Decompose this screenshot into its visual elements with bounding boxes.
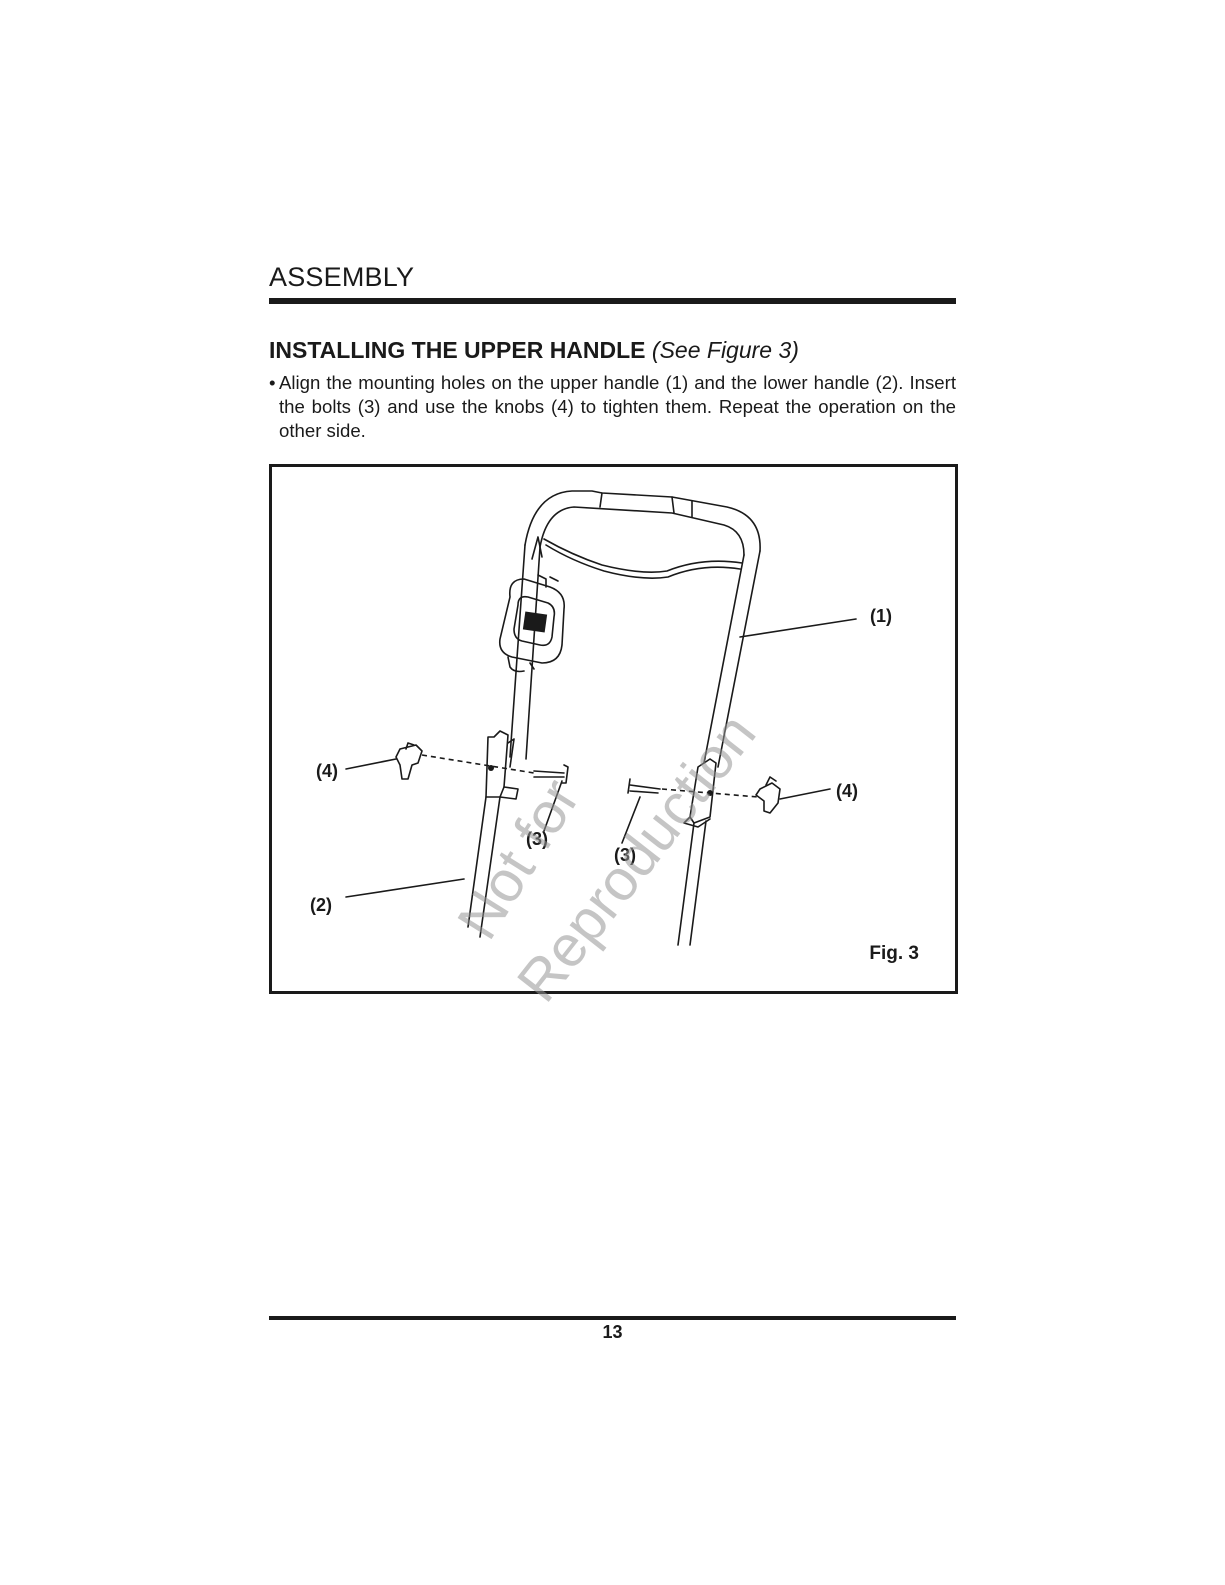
page-number: 13 <box>0 1322 1225 1343</box>
section-title: ASSEMBLY <box>269 262 414 293</box>
leader-4-right <box>780 789 830 799</box>
handle-top-bar <box>525 491 760 551</box>
figure-label: Fig. 3 <box>869 943 919 965</box>
leader-1 <box>740 619 856 637</box>
callout-lower-handle: (2) <box>310 895 332 916</box>
bullet: • <box>269 371 279 443</box>
callout-knob-right: (4) <box>836 781 858 802</box>
header-rule <box>269 298 956 304</box>
upper-handle-left <box>510 545 540 759</box>
sub-heading-title: INSTALLING THE UPPER HANDLE <box>269 337 646 363</box>
instruction-paragraph: • Align the mounting holes on the upper … <box>269 371 956 443</box>
knob-right <box>756 783 780 813</box>
callout-knob-left: (4) <box>316 761 338 782</box>
leader-4-left <box>346 759 396 769</box>
sub-heading-reference: (See Figure 3) <box>652 337 799 363</box>
instruction-text: Align the mounting holes on the upper ha… <box>279 371 956 443</box>
align-line-left <box>422 755 534 773</box>
footer-rule <box>269 1316 956 1320</box>
knob-left <box>396 745 422 779</box>
figure-3-frame: (1) (4) (4) (3) (3) (2) Not for Reproduc… <box>269 464 958 994</box>
leader-2 <box>346 879 464 897</box>
sub-heading: INSTALLING THE UPPER HANDLE (See Figure … <box>269 337 799 364</box>
handle-top-bar-inner <box>540 507 744 555</box>
callout-upper-handle: (1) <box>870 606 892 627</box>
